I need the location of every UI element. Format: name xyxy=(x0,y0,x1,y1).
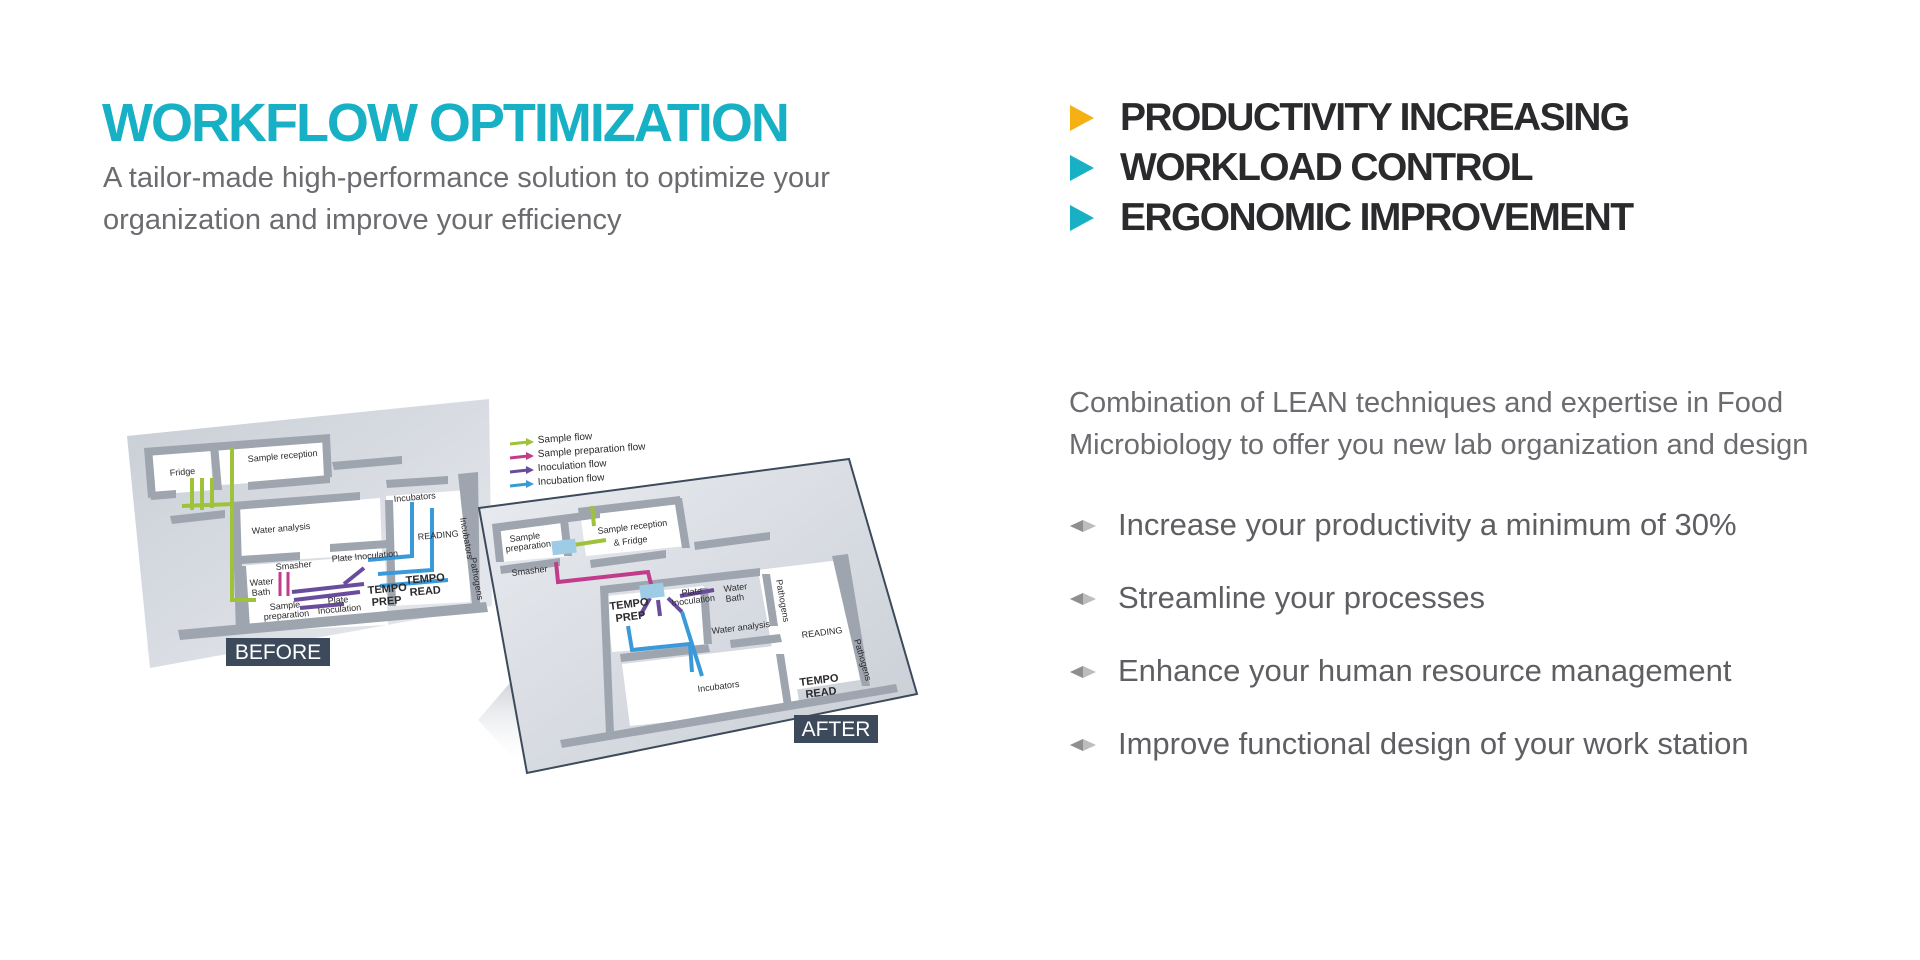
after-label-water: Water xyxy=(723,581,748,594)
benefit-label: Enhance your human resource management xyxy=(1118,653,1732,688)
diamond-bullet-icon xyxy=(1070,666,1096,678)
legend-item: Incubation flow xyxy=(509,472,606,488)
after-room-fills xyxy=(496,500,860,726)
legend-item: Sample flow xyxy=(509,431,593,446)
before-label-preparation: preparation xyxy=(263,608,309,622)
before-prep-flow xyxy=(278,572,290,596)
before-room-fills xyxy=(148,440,470,632)
after-label-bath: Bath xyxy=(725,592,745,604)
before-badge-bg xyxy=(226,638,330,666)
after-floor-plan: Sample preparation Sample reception & Fr… xyxy=(477,457,919,775)
feature-list: PRODUCTIVITY INCREASING WORKLOAD CONTROL… xyxy=(1068,96,1634,246)
before-label-inoculation: Inoculation xyxy=(317,602,361,616)
before-label-tempo: TEMPO xyxy=(367,582,407,597)
before-label-bath: Bath xyxy=(251,586,270,598)
before-label-prep: PREP xyxy=(371,594,402,609)
after-prep-flow xyxy=(554,561,654,589)
before-label-tempo2: TEMPO xyxy=(405,572,445,587)
after-incub-flow xyxy=(626,611,704,677)
legend-item: Sample preparation flow xyxy=(509,441,647,460)
before-sample-flow xyxy=(181,448,256,602)
triangle-bullet-icon xyxy=(1070,205,1094,231)
description-text: Combination of LEAN techniques and exper… xyxy=(1069,387,1809,461)
after-label-plate: Plate xyxy=(681,586,703,598)
before-label-reading: READING xyxy=(417,528,459,542)
after-label-tempo2: TEMPO xyxy=(799,672,840,689)
triangle-bullet-icon xyxy=(1070,155,1094,181)
benefit-label: Improve functional design of your work s… xyxy=(1118,726,1749,761)
after-workstation-marker xyxy=(639,582,665,600)
benefit-list: Increase your productivity a minimum of … xyxy=(1068,502,1749,794)
feature-item: ERGONOMIC IMPROVEMENT xyxy=(1068,196,1634,246)
after-label-reading: READING xyxy=(801,625,843,640)
before-room-labels: Fridge Sample reception Incubators Water… xyxy=(169,448,485,622)
before-inoc-flow xyxy=(291,566,366,610)
before-label-sample: Sample xyxy=(269,599,300,612)
feature-label: ERGONOMIC IMPROVEMENT xyxy=(1120,196,1634,239)
legend-label: Incubation flow xyxy=(537,472,605,488)
page-title: WORKFLOW OPTIMIZATION xyxy=(102,93,790,153)
feature-item: WORKLOAD CONTROL xyxy=(1068,146,1632,196)
before-label-plate: Plate xyxy=(327,594,348,606)
legend-item: Inoculation flow xyxy=(509,458,608,474)
diamond-bullet-icon xyxy=(1070,520,1096,532)
after-inoc-flow xyxy=(638,588,715,617)
after-badge: AFTER xyxy=(802,718,871,741)
legend-label: Inoculation flow xyxy=(537,458,607,474)
after-label-prep: PREP xyxy=(615,609,646,625)
before-label-fridge: Fridge xyxy=(169,466,195,478)
after-workstation-marker xyxy=(551,538,577,556)
feature-label: PRODUCTIVITY INCREASING xyxy=(1120,96,1630,139)
benefit-item: Increase your productivity a minimum of … xyxy=(1068,502,1749,575)
flow-legend: Sample flow Sample preparation flow Inoc… xyxy=(509,431,647,488)
legend-label: Sample flow xyxy=(537,431,593,446)
before-incub-flow xyxy=(367,502,449,588)
page-subtitle: A tailor-made high-performance solution … xyxy=(103,162,830,236)
before-label-read: READ xyxy=(409,584,441,599)
after-label-smasher: Smasher xyxy=(511,564,548,578)
feature-label: WORKLOAD CONTROL xyxy=(1120,146,1534,189)
after-label-read: READ xyxy=(805,685,837,701)
before-label-water: Water xyxy=(249,576,273,588)
before-label-incubators: Incubators xyxy=(393,490,436,504)
after-label-sample: Sample xyxy=(509,530,541,544)
diamond-bullet-icon xyxy=(1070,739,1096,751)
before-floor-plan: Fridge Sample reception Incubators Water… xyxy=(127,399,492,668)
benefit-label: Streamline your processes xyxy=(1118,580,1485,615)
benefit-label: Increase your productivity a minimum of … xyxy=(1118,507,1737,542)
after-badge-bg xyxy=(794,715,878,743)
diamond-bullet-icon xyxy=(1070,593,1096,605)
after-label-and-fridge: & Fridge xyxy=(613,534,648,548)
after-label-tempo: TEMPO xyxy=(609,596,650,613)
triangle-bullet-icon xyxy=(1070,105,1094,131)
before-label-smasher: Smasher xyxy=(275,559,312,572)
benefit-item: Enhance your human resource management xyxy=(1068,648,1749,721)
feature-item: PRODUCTIVITY INCREASING xyxy=(1068,96,1632,146)
benefit-item: Streamline your processes xyxy=(1068,575,1749,648)
before-badge: BEFORE xyxy=(235,641,321,664)
benefit-item: Improve functional design of your work s… xyxy=(1068,721,1749,794)
